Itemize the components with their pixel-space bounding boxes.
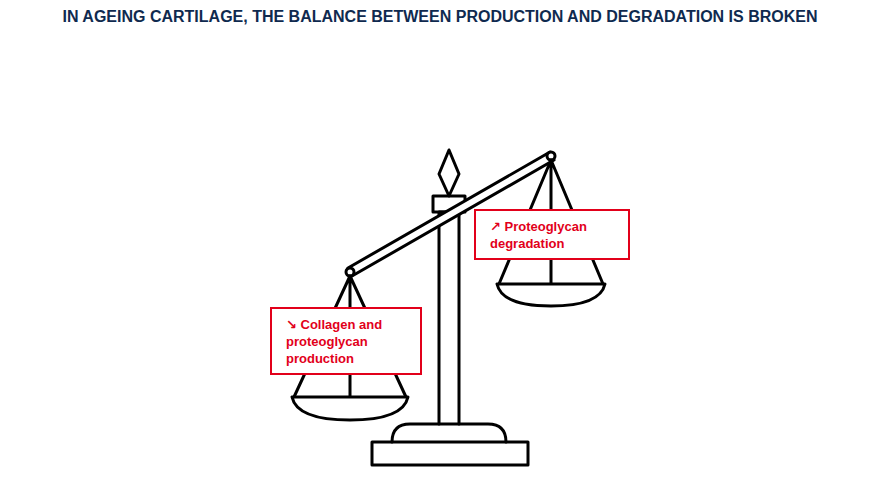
right-pan (497, 284, 605, 306)
scale-pillar (439, 212, 459, 424)
box-text: ↗ Proteoglycan degradation (490, 218, 618, 252)
scale-base-step (392, 424, 506, 442)
label-box: ↘ Collagen and proteoglycan production (270, 307, 422, 375)
box-text: ↘ Collagen and proteoglycan production (286, 316, 410, 367)
label-box: ↗ Proteoglycan degradation (474, 209, 630, 260)
diagram-title: IN AGEING CARTILAGE, THE BALANCE BETWEEN… (40, 6, 840, 28)
left-pan (292, 397, 408, 420)
scale-base (372, 442, 528, 465)
pillar-finial (439, 150, 459, 196)
